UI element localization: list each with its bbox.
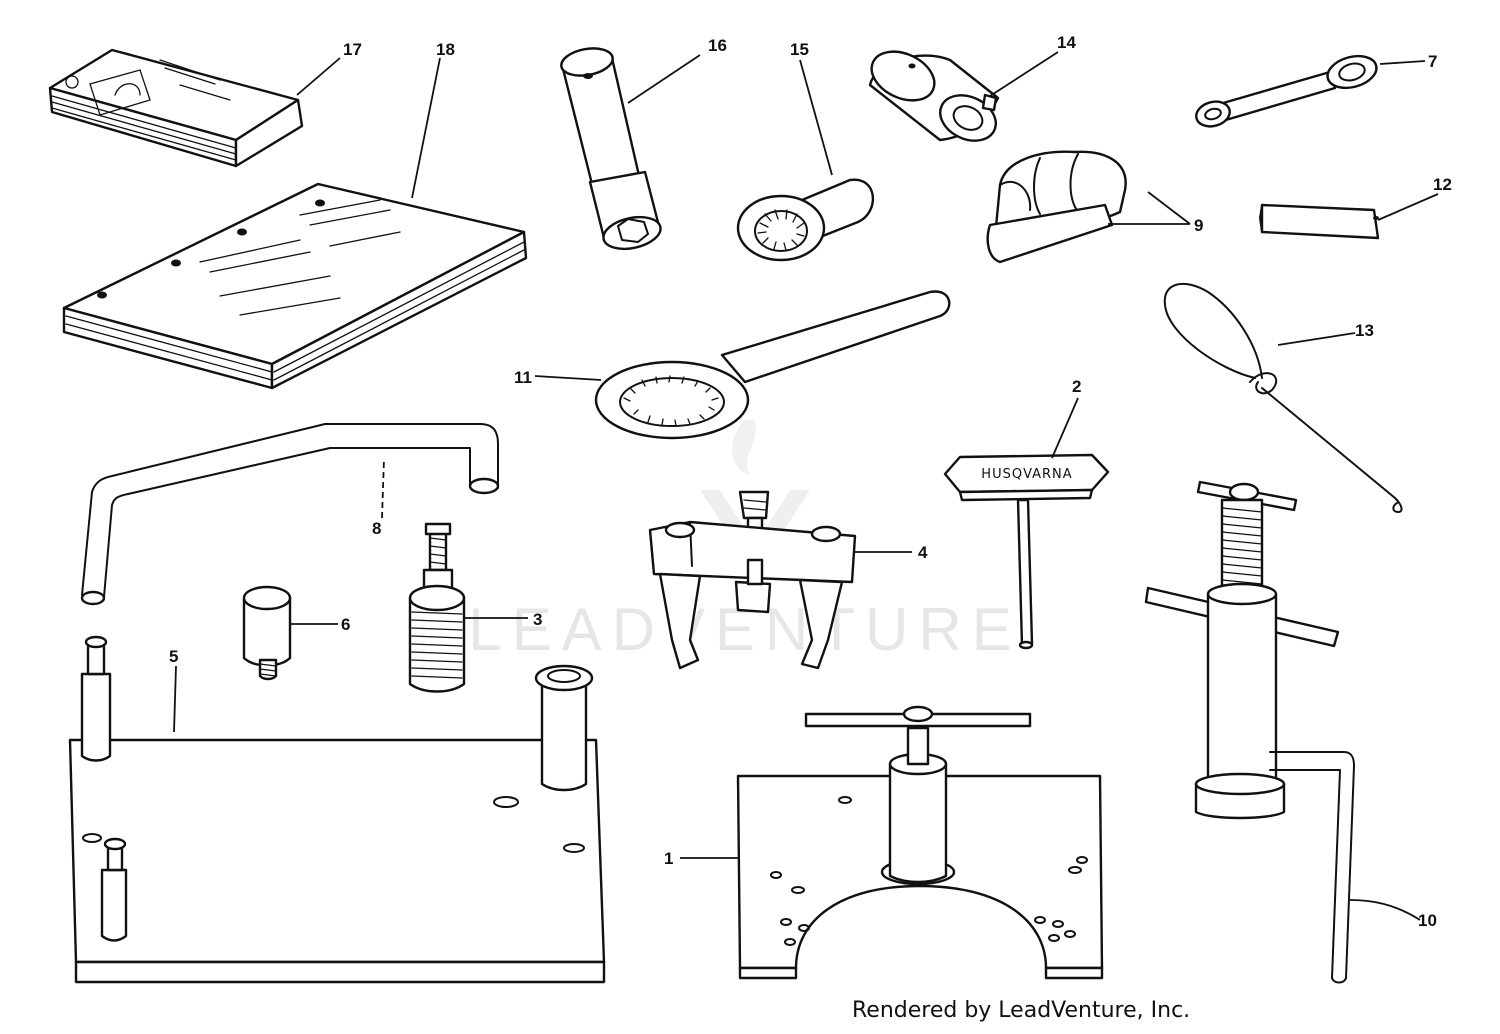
callout-4: 4 [918, 543, 928, 562]
callout-12: 12 [1433, 175, 1452, 194]
callout-3: 3 [533, 610, 542, 629]
part-10-press-puller [1144, 480, 1355, 984]
callout-17: 17 [343, 40, 362, 59]
callout-7: 7 [1428, 52, 1437, 71]
part-16-spark-plug-socket [560, 47, 662, 251]
callout-14: 14 [1057, 33, 1076, 52]
callout-16: 16 [708, 36, 727, 55]
part-2-t-handle-key: HUSQVARNA [943, 453, 1110, 650]
callout-5: 5 [169, 647, 178, 666]
part-6-spacer [242, 585, 292, 681]
part-4-puller [648, 490, 857, 670]
callout-10: 10 [1418, 911, 1437, 930]
callout-15: 15 [790, 40, 809, 59]
part-9-split-bushing [986, 150, 1127, 264]
callout-18: 18 [436, 40, 455, 59]
part-13-wire-hook [1163, 283, 1403, 513]
part-5-base-plate [68, 635, 606, 984]
callout-13: 13 [1355, 321, 1374, 340]
part-15-pin-spanner [736, 178, 874, 262]
watermark-logo [700, 420, 810, 575]
part-18-service-manual [62, 182, 528, 390]
part-3-threaded-adapter [408, 522, 466, 693]
part-8-bent-rod [80, 423, 500, 606]
callout-1: 1 [664, 849, 673, 868]
part-11-clutch-spanner [594, 290, 951, 440]
callout-numbers: 17 18 16 15 14 7 9 12 13 11 2 4 8 6 3 5 … [169, 33, 1452, 930]
callout-8: 8 [372, 519, 381, 538]
callout-2: 2 [1072, 377, 1081, 396]
callout-6: 6 [341, 615, 350, 634]
leader-lines [173, 51, 1439, 921]
part-17-manual-booklet [48, 48, 304, 168]
tool-brand-label: HUSQVARNA [981, 467, 1072, 482]
part-12-plate [1259, 203, 1380, 240]
footer-credit: Rendered by LeadVenture, Inc. [852, 998, 1191, 1023]
callout-9: 9 [1194, 216, 1203, 235]
part-7-box-wrench [1195, 54, 1378, 128]
part-14-coupling-tool [868, 50, 1000, 142]
part-1-press-tool [736, 705, 1104, 980]
callout-11: 11 [514, 368, 532, 387]
